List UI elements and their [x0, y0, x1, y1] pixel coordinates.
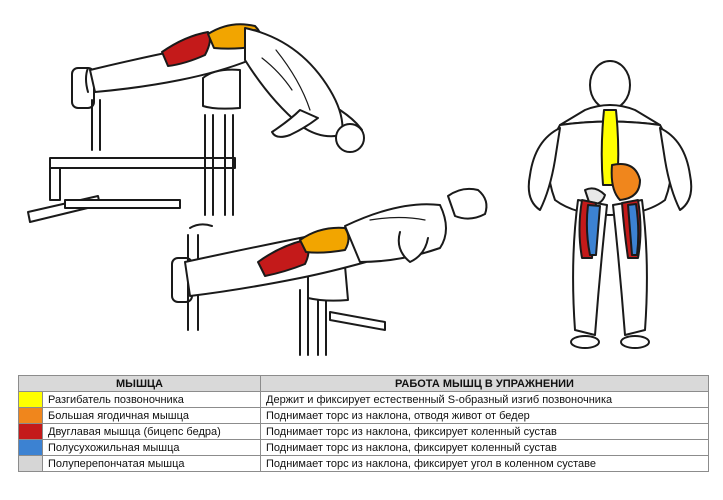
- athlete-raised: [184, 187, 488, 297]
- back-anatomy-figure: [527, 60, 693, 349]
- table-row: Большая ягодичная мышца Поднимает торс и…: [18, 407, 709, 424]
- muscle-table: МЫШЦА РАБОТА МЫШЦ В УПРАЖНЕНИИ Разгибате…: [18, 375, 709, 472]
- table-row: Двуглавая мышца (бицепс бедра) Поднимает…: [18, 423, 709, 440]
- muscle-work: Поднимает торс из наклона, отводя живот …: [260, 407, 709, 424]
- muscle-name: Полусухожильная мышца: [42, 439, 261, 456]
- color-swatch: [18, 391, 43, 408]
- hyperextension-bench-raised: [171, 223, 386, 356]
- muscle-name: Двуглавая мышца (бицепс бедра): [42, 423, 261, 440]
- muscle-work: Поднимает торс из наклона, фиксирует уго…: [260, 455, 709, 472]
- hyperextension-bench-lowered: [27, 67, 241, 223]
- muscle-work: Держит и фиксирует естественный S-образн…: [260, 391, 709, 408]
- muscle-work: Поднимает торс из наклона, фиксирует кол…: [260, 439, 709, 456]
- muscle-table-container: МЫШЦА РАБОТА МЫШЦ В УПРАЖНЕНИИ Разгибате…: [18, 375, 709, 472]
- color-swatch: [18, 423, 43, 440]
- table-row: Разгибатель позвоночника Держит и фиксир…: [18, 391, 709, 408]
- header-muscle: МЫШЦА: [18, 375, 261, 392]
- muscle-name: Разгибатель позвоночника: [42, 391, 261, 408]
- muscle-work: Поднимает торс из наклона, фиксирует кол…: [260, 423, 709, 440]
- athlete-lowered: [85, 23, 365, 153]
- color-swatch: [18, 407, 43, 424]
- muscle-name: Полуперепончатая мышца: [42, 455, 261, 472]
- table-row: Полусухожильная мышца Поднимает торс из …: [18, 439, 709, 456]
- exercise-illustration: [27, 23, 693, 356]
- header-muscle-work: РАБОТА МЫШЦ В УПРАЖНЕНИИ: [260, 375, 709, 392]
- color-swatch: [18, 455, 43, 472]
- table-header-row: МЫШЦА РАБОТА МЫШЦ В УПРАЖНЕНИИ: [18, 375, 709, 392]
- muscle-name: Большая ягодичная мышца: [42, 407, 261, 424]
- table-row: Полуперепончатая мышца Поднимает торс из…: [18, 455, 709, 472]
- color-swatch: [18, 439, 43, 456]
